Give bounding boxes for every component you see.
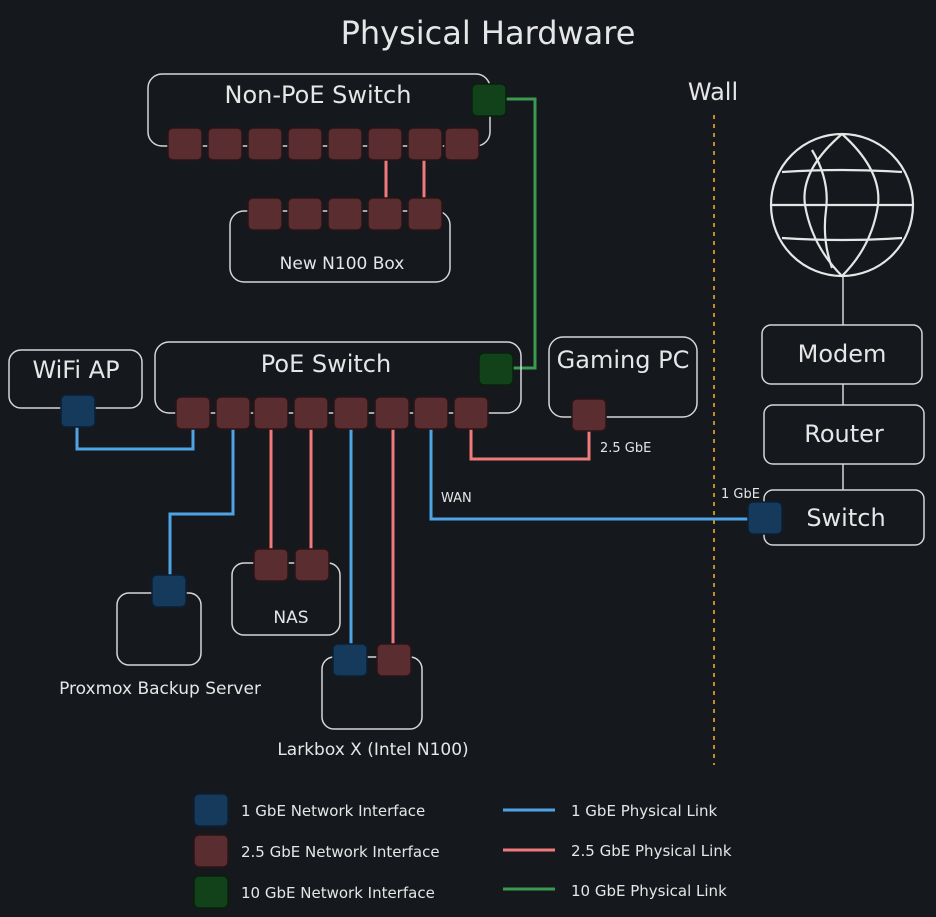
port-2-5gbe [444, 127, 480, 161]
uplink-speed-label: 1 GbE [721, 487, 760, 502]
port-1gbe [332, 643, 368, 677]
wan-label: WAN [441, 491, 472, 506]
n100-box-ports [247, 197, 443, 231]
non-poe-switch-ports [167, 83, 507, 161]
port-2-5gbe [327, 197, 363, 231]
legend: 1 GbE Network Interface 2.5 GbE Network … [193, 793, 732, 909]
n100-box-label: New N100 Box [280, 254, 405, 274]
port-2-5gbe [247, 197, 283, 231]
port-2-5gbe [287, 197, 323, 231]
link-25g-gaming [469, 428, 591, 461]
router-label: Router [804, 420, 884, 448]
legend-link-2-5gbe: 2.5 GbE Physical Link [571, 842, 732, 860]
port-2-5gbe [253, 548, 289, 582]
port-2-5gbe [247, 127, 283, 161]
port-1gbe [60, 394, 96, 428]
larkbox-label: Larkbox X (Intel N100) [277, 740, 468, 760]
gaming-link-speed: 2.5 GbE [600, 441, 651, 456]
larkbox-box [321, 656, 423, 730]
port-2-5gbe [374, 396, 410, 430]
port-2-5gbe [376, 643, 412, 677]
port-2-5gbe [293, 396, 329, 430]
nas-label: NAS [273, 608, 308, 628]
port-1gbe [747, 501, 783, 535]
legend-link-10gbe: 10 GbE Physical Link [571, 882, 727, 900]
link-10g-switch-switch [505, 97, 537, 370]
port-2-5gbe [367, 197, 403, 231]
port-1gbe [151, 574, 187, 608]
port-2-5gbe [215, 396, 251, 430]
non-poe-switch-label: Non-PoE Switch [225, 81, 412, 109]
legend-if-2-5gbe: 2.5 GbE Network Interface [241, 843, 440, 861]
port-10gbe [478, 352, 514, 386]
port-2-5gbe [407, 127, 443, 161]
proxmox-label: Proxmox Backup Server [59, 679, 261, 699]
legend-if-1gbe: 1 GbE Network Interface [241, 802, 425, 820]
router-box [763, 404, 925, 465]
legend-if-10gbe: 10 GbE Network Interface [241, 884, 435, 902]
port-2-5gbe [207, 127, 243, 161]
port-2-5gbe [367, 127, 403, 161]
port-2-5gbe [175, 396, 211, 430]
port-2-5gbe [253, 396, 289, 430]
modem-label: Modem [798, 340, 887, 368]
port-2-5gbe [333, 396, 369, 430]
port-2-5gbe [294, 548, 330, 582]
modem-box [761, 324, 923, 385]
gaming-pc-label: Gaming PC [557, 346, 690, 374]
legend-link-1gbe: 1 GbE Physical Link [571, 802, 718, 820]
home-switch-label: Switch [806, 504, 885, 532]
globe-icon [769, 132, 915, 278]
poe-switch-label: PoE Switch [261, 350, 391, 378]
link-1g-wan [429, 428, 765, 521]
wall-label: Wall [688, 78, 738, 106]
legend-swatch-1gbe-interface [193, 793, 229, 827]
port-2-5gbe [453, 396, 489, 430]
legend-swatch-10gbe-interface [193, 875, 229, 909]
gaming-pc-box [548, 336, 698, 418]
port-2-5gbe [413, 396, 449, 430]
link-1g-proxmox [168, 428, 235, 578]
diagram-title: Physical Hardware [341, 14, 636, 52]
wifi-ap-label: WiFi AP [32, 356, 119, 384]
port-2-5gbe [571, 398, 607, 432]
port-2-5gbe [287, 127, 323, 161]
port-10gbe [471, 83, 507, 117]
port-2-5gbe [167, 127, 203, 161]
link-1g-wifi [75, 425, 195, 451]
legend-swatch-2-5gbe-interface [193, 834, 229, 868]
poe-switch-ports [175, 352, 514, 430]
port-2-5gbe [327, 127, 363, 161]
port-2-5gbe [407, 197, 443, 231]
